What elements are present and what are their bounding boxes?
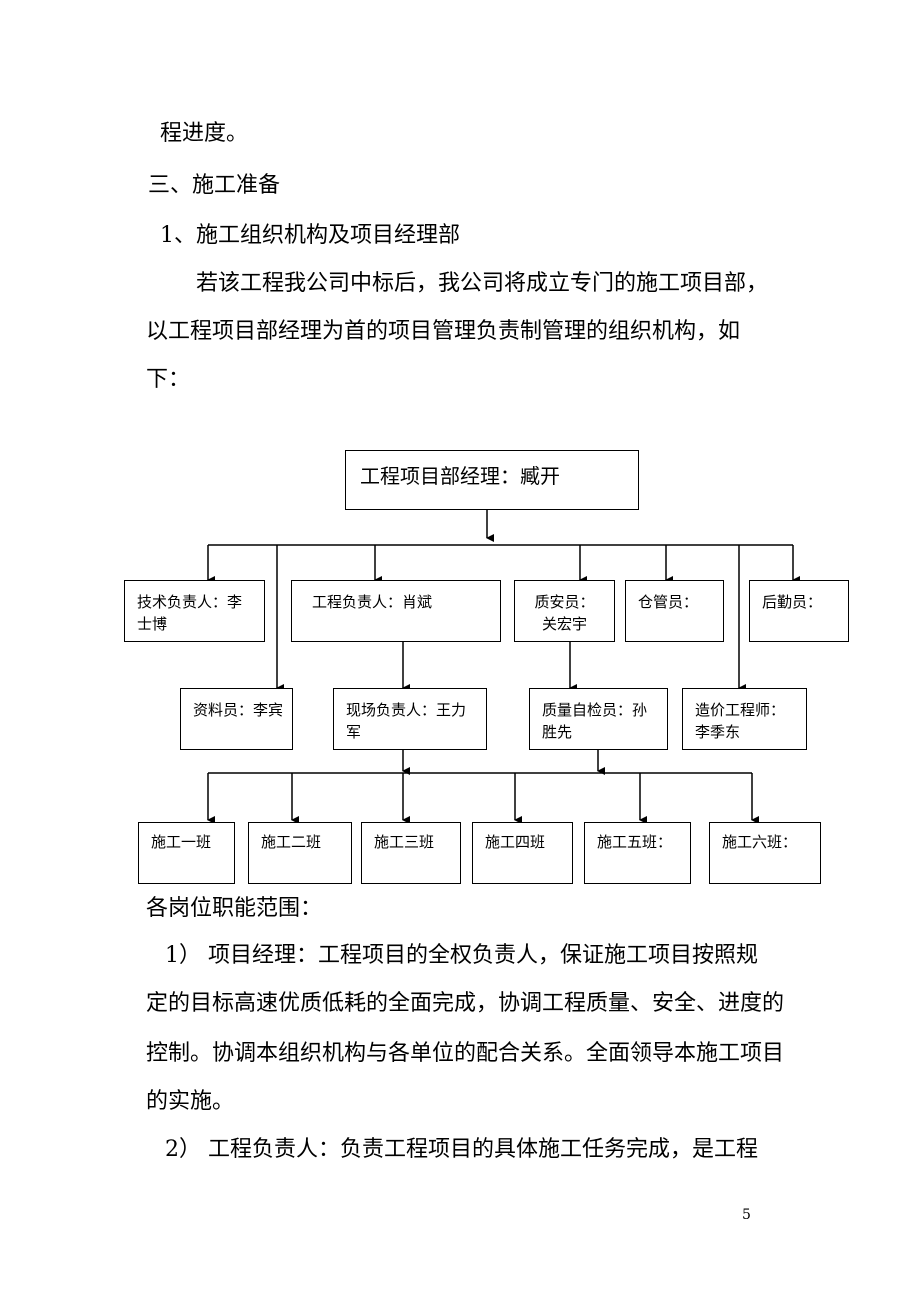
paragraph-line-8: 2） 工程负责人：负责工程项目的具体施工任务完成，是工程: [165, 1137, 758, 1162]
org-box-text: 资料员：李宾: [193, 701, 284, 719]
org-box-text: 军: [346, 723, 362, 741]
org-box-engineering-lead: 工程负责人：肖斌: [291, 580, 501, 642]
org-box-text: 工程负责人：肖斌: [312, 593, 433, 611]
org-box-text: 质安员：: [534, 593, 595, 611]
org-box-project-manager: 工程项目部经理：臧开: [345, 450, 639, 510]
responsibilities-heading: 各岗位职能范围：: [146, 896, 323, 921]
paragraph-line-7: 的实施。: [146, 1089, 235, 1114]
org-box-warehouse: 仓管员：: [625, 580, 724, 642]
org-box-team-3: 施工三班: [361, 822, 461, 884]
subsection-heading-1: 1、施工组织机构及项目经理部: [160, 223, 460, 248]
paragraph-line-1: 若该工程我公司中标后，我公司将成立专门的施工项目部，: [196, 271, 769, 296]
org-box-text: 造价工程师：: [695, 701, 786, 719]
org-box-text: 李季东: [695, 723, 741, 741]
org-box-text: 现场负责人：王力: [346, 701, 467, 719]
org-box-team-2: 施工二班: [248, 822, 352, 884]
org-box-site-lead: 现场负责人：王力 军: [333, 688, 487, 750]
org-box-text: 士博: [137, 615, 168, 633]
paragraph-line-3: 下：: [146, 367, 191, 392]
page-number: 5: [742, 1207, 751, 1223]
org-box-text: 仓管员：: [638, 593, 699, 611]
org-box-cost-engineer: 造价工程师： 李季东: [682, 688, 807, 750]
org-box-logistics: 后勤员：: [749, 580, 849, 642]
org-box-text: 关宏宇: [541, 615, 587, 633]
org-box-team-6: 施工六班：: [709, 822, 821, 884]
org-box-quality-inspector: 质量自检员：孙 胜先: [529, 688, 668, 750]
org-box-technical-lead: 技术负责人：李 士博: [124, 580, 265, 642]
org-box-team-5: 施工五班：: [584, 822, 691, 884]
paragraph-line-2: 以工程项目部经理为首的项目管理负责制管理的组织机构，如: [146, 319, 741, 344]
org-box-documentation: 资料员：李宾: [180, 688, 293, 750]
org-box-text: 后勤员：: [762, 593, 823, 611]
org-box-text: 质量自检员：孙: [542, 701, 648, 719]
paragraph-line-5: 定的目标高速优质低耗的全面完成，协调工程质量、安全、进度的: [146, 991, 785, 1016]
paragraph-line-4: 1） 项目经理：工程项目的全权负责人，保证施工项目按照规: [165, 943, 758, 968]
text-line-1: 程进度。: [160, 121, 249, 146]
org-box-text: 胜先: [542, 723, 573, 741]
org-box-quality-safety: 质安员： 关宏宇: [514, 580, 615, 642]
section-heading-3: 三、施工准备: [148, 173, 281, 198]
org-box-team-4: 施工四班: [472, 822, 573, 884]
org-box-team-1: 施工一班: [138, 822, 235, 884]
org-box-text: 技术负责人：李: [137, 593, 243, 611]
paragraph-line-6: 控制。协调本组织机构与各单位的配合关系。全面领导本施工项目: [146, 1041, 785, 1066]
